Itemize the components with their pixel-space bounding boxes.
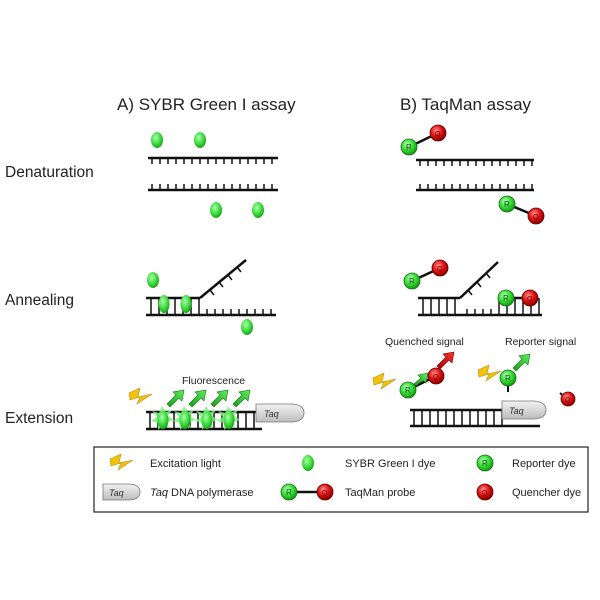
stage-denaturation-label: Denaturation [5,164,94,181]
legend-excitation-label: Excitation light [150,458,221,470]
reporter-dye [400,138,418,156]
taq-label: Taq [109,488,124,498]
legend-taqman-probe-icon: R Q [280,483,334,501]
fluorescence-arrow [232,389,251,408]
quencher-letter: Q [437,266,443,273]
sybr-dye-free [241,319,253,335]
sybr-denatured-strand-top [148,156,278,164]
fluorescence-arrow [210,389,229,408]
quencher-letter: Q [565,397,571,404]
taqman-annealed-duplex [418,261,542,317]
reporter-letter: R [409,277,415,286]
reporter-dye [497,289,515,307]
quencher-letter: Q [435,131,441,138]
sybr-dye-bound [180,295,192,313]
taqman-probe-bound: R Q [497,289,539,307]
quencher-letter: Q [433,374,439,381]
taqman-probe-free: R Q [400,124,447,156]
quencher-dye [521,289,539,307]
reporter-letter: R [505,374,511,383]
reporter-dye-released: R [499,369,517,392]
taqman-excitation-bolt-right [477,364,502,382]
legend-frame [93,446,589,513]
sybr-dye-free [147,272,159,288]
legend-sybr-dye-label: SYBR Green I dye [345,458,436,470]
reporter-letter: R [405,386,411,395]
sybr-dye-free [194,132,206,148]
taq-label: Taq [509,406,524,416]
taqman-denatured-strand-top [416,158,534,166]
reporter-letter: R [406,143,412,152]
quenched-signal-label: Quenched signal [385,336,464,348]
legend: Excitation light SYBR Green I dye R Repo… [93,446,589,513]
stage-annealing-label: Annealing [5,292,74,309]
sybr-dye-glowing [217,406,240,430]
sybr-dye-bound [158,295,170,313]
sybr-dye-free [252,202,264,218]
taqman-probe-free: R Q [403,259,449,290]
stage-extension-label: Extension [5,410,73,427]
reporter-dye [399,381,417,399]
sybr-dye-free [151,132,163,148]
reporter-letter: R [504,200,510,209]
reporter-dye [403,272,421,290]
reporter-signal-label: Reporter signal [505,336,576,348]
taqman-assay-header: B) TaqMan assay [400,95,532,114]
taqman-extension-duplex [410,408,540,428]
legend-taq-rest: DNA polymerase [168,487,254,499]
taqman-probe-quenched: R Q [399,367,445,399]
quencher-dye-released: Q [559,391,576,407]
taqman-probe-free: R Q [498,195,545,225]
quenched-signal-arrow [436,351,455,370]
quencher-dye [431,259,449,277]
fluorescence-label: Fluorescence [182,375,245,387]
sybr-dye-glowing [151,406,174,430]
quencher-dye [429,124,447,142]
taq-polymerase-taqman: Taq [501,400,547,420]
fluorescence-arrow [166,389,185,408]
legend-reporter-dye-label: Reporter dye [512,458,576,470]
legend-taqman-probe-label: TaqMan probe [345,487,415,499]
sybr-dye-glowing [173,406,196,430]
legend-sybr-dye-icon [302,455,314,471]
quencher-letter: Q [482,490,488,497]
reporter-letter: R [286,488,292,497]
sybr-dye-free [210,202,222,218]
quencher-dye [560,391,576,407]
fluorescence-arrow [188,389,207,408]
reporter-signal-arrow [512,353,531,372]
legend-quencher-dye-icon: Q [476,483,494,501]
quencher-letter: Q [533,214,539,221]
legend-quencher-dye-label: Quencher dye [512,487,581,499]
sybr-excitation-bolt [128,387,153,405]
reporter-dye [498,195,516,213]
reporter-letter: R [503,294,509,303]
taq-polymerase-sybr: Taq [255,403,305,423]
taq-label: Taq [264,409,279,419]
quencher-dye [427,367,445,385]
taqman-denatured-strand-bottom [416,184,534,192]
legend-taq-polymerase-icon: Taq [102,483,141,501]
legend-excitation-icon [109,453,134,471]
taqman-excitation-bolt-left [372,372,397,390]
legend-taq-polymerase-label: Taq DNA polymerase [150,487,254,499]
sybr-assay-header: A) SYBR Green I assay [117,95,296,114]
sybr-denatured-strand-bottom [148,184,278,192]
quencher-dye [527,207,545,225]
sybr-annealed-duplex [146,259,276,317]
sybr-dye-glowing [195,406,218,430]
reporter-letter: R [482,459,488,468]
legend-reporter-dye-icon: R [476,454,494,472]
legend-taq-italic: Taq [150,487,169,499]
quencher-letter: Q [322,490,328,497]
quencher-letter: Q [527,296,533,303]
